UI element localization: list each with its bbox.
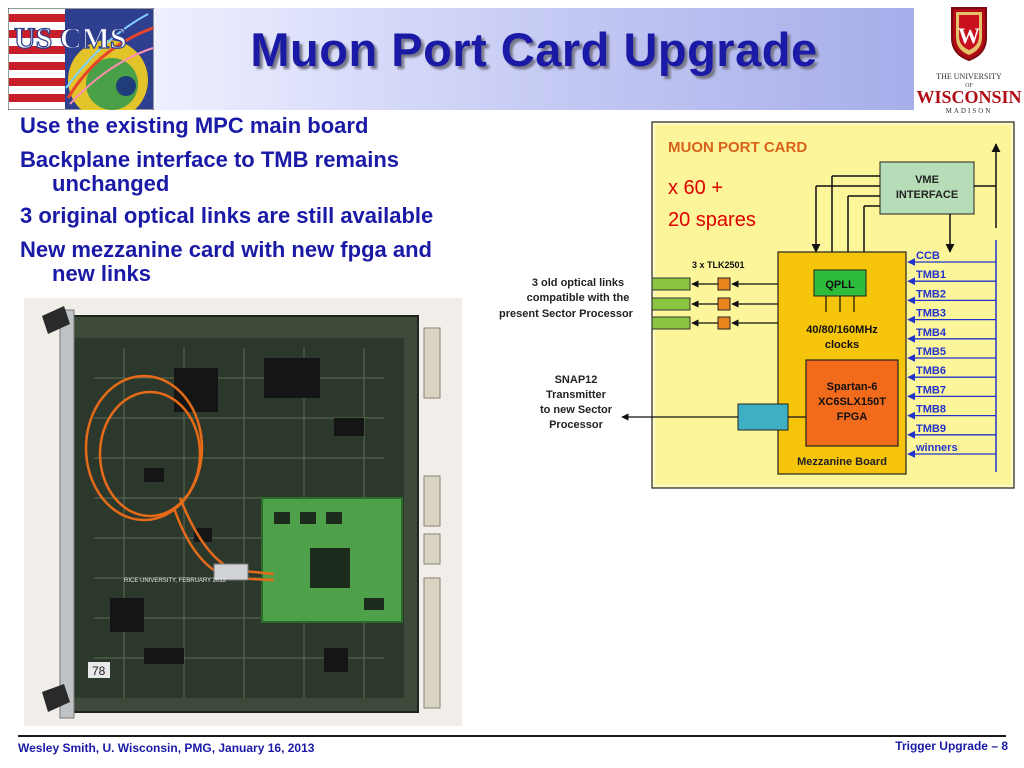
mezzanine-label: Mezzanine Board [797, 456, 887, 468]
fpga-label-1: Spartan-6 [827, 381, 878, 393]
uw-logo: W THE UNIVERSITY OF WISCONSIN MADISON [916, 7, 1022, 115]
input-label-winners: winners [915, 442, 958, 454]
bullet-1-text: Use the existing MPC main board [20, 113, 369, 138]
bullet-4: New mezzanine card with new fpga and new… [20, 238, 580, 286]
input-label-tmb9: TMB9 [916, 423, 946, 435]
uscms-logo-text: US CMS [14, 22, 127, 55]
footer-rule [18, 735, 1006, 737]
snap-annotation-1: SNAP12 [555, 374, 598, 386]
photo-label: 78 [92, 664, 106, 678]
tlk-label: 3 x TLK2501 [692, 260, 745, 270]
slide-title: Muon Port Card Upgrade [250, 23, 818, 76]
snap-annotation-3: to new Sector [540, 404, 613, 416]
snap-annotation-4: Processor [549, 419, 604, 431]
bullet-2-text: Backplane interface to TMB remains [20, 147, 400, 172]
bullet-2: Backplane interface to TMB remains uncha… [20, 148, 580, 196]
input-label-tmb2: TMB2 [916, 288, 946, 300]
photo-marking: RICE UNIVERSITY, FEBRUARY 2012 [124, 578, 227, 584]
vme-interface-block [879, 161, 975, 215]
optical-annotation-3: present Sector Processor [499, 308, 634, 320]
vme-label-2: INTERFACE [896, 189, 958, 201]
input-label-ccb: CCB [916, 250, 940, 262]
bullet-3: 3 original optical links are still avail… [20, 204, 580, 228]
snap12-block [737, 403, 789, 431]
fpga-label-2: XC6SLX150T [818, 396, 886, 408]
count-line1: x 60 + [668, 177, 723, 199]
input-label-tmb1: TMB1 [916, 269, 946, 281]
svg-text:W: W [958, 23, 980, 48]
input-label-tmb7: TMB7 [916, 384, 946, 396]
tlk-chips [717, 277, 731, 330]
bullet-4-text: New mezzanine card with new fpga and [20, 237, 432, 262]
footer-page-number: Trigger Upgrade – 8 [895, 739, 1008, 753]
clocks-label-2: clocks [825, 339, 859, 351]
mpc-block-diagram: MUON PORT CARD x 60 + 20 spares VME INTE… [499, 121, 1015, 489]
bullet-3-text: 3 original optical links are still avail… [20, 203, 434, 228]
input-label-tmb4: TMB4 [916, 327, 947, 339]
fpga-block [805, 359, 899, 447]
fpga-label-3: FPGA [837, 411, 868, 423]
qpll-block [813, 269, 867, 297]
qpll-label: QPLL [825, 279, 855, 291]
header-band [154, 8, 914, 110]
bullet-2-continuation: unchanged [52, 171, 170, 196]
input-label-tmb5: TMB5 [916, 346, 946, 358]
mpc-board-photo: RICE UNIVERSITY, FEBRUARY 2012 78 [24, 298, 462, 726]
input-label-tmb8: TMB8 [916, 404, 946, 416]
clocks-label-1: 40/80/160MHz [806, 324, 878, 336]
diagram-title: MUON PORT CARD [668, 139, 807, 156]
footer-author: Wesley Smith, U. Wisconsin, PMG, January… [18, 741, 315, 755]
count-line2: 20 spares [668, 209, 756, 231]
input-label-tmb6: TMB6 [916, 365, 946, 377]
uw-logo-line2: OF [965, 83, 973, 89]
optical-annotation-2: compatible with the [527, 292, 630, 304]
bullet-4-continuation: new links [52, 261, 152, 286]
uscms-logo: US CMS [8, 8, 154, 110]
uw-logo-line1: THE UNIVERSITY [936, 72, 1002, 81]
uw-logo-line3: WISCONSIN [916, 87, 1021, 107]
input-label-tmb3: TMB3 [916, 308, 946, 320]
bullet-1: Use the existing MPC main board [20, 114, 580, 138]
vme-label-1: VME [915, 174, 939, 186]
optical-annotation-1: 3 old optical links [532, 277, 624, 289]
optical-connectors [651, 277, 691, 330]
uw-logo-line4: MADISON [946, 107, 993, 115]
snap-annotation-2: Transmitter [546, 389, 607, 401]
